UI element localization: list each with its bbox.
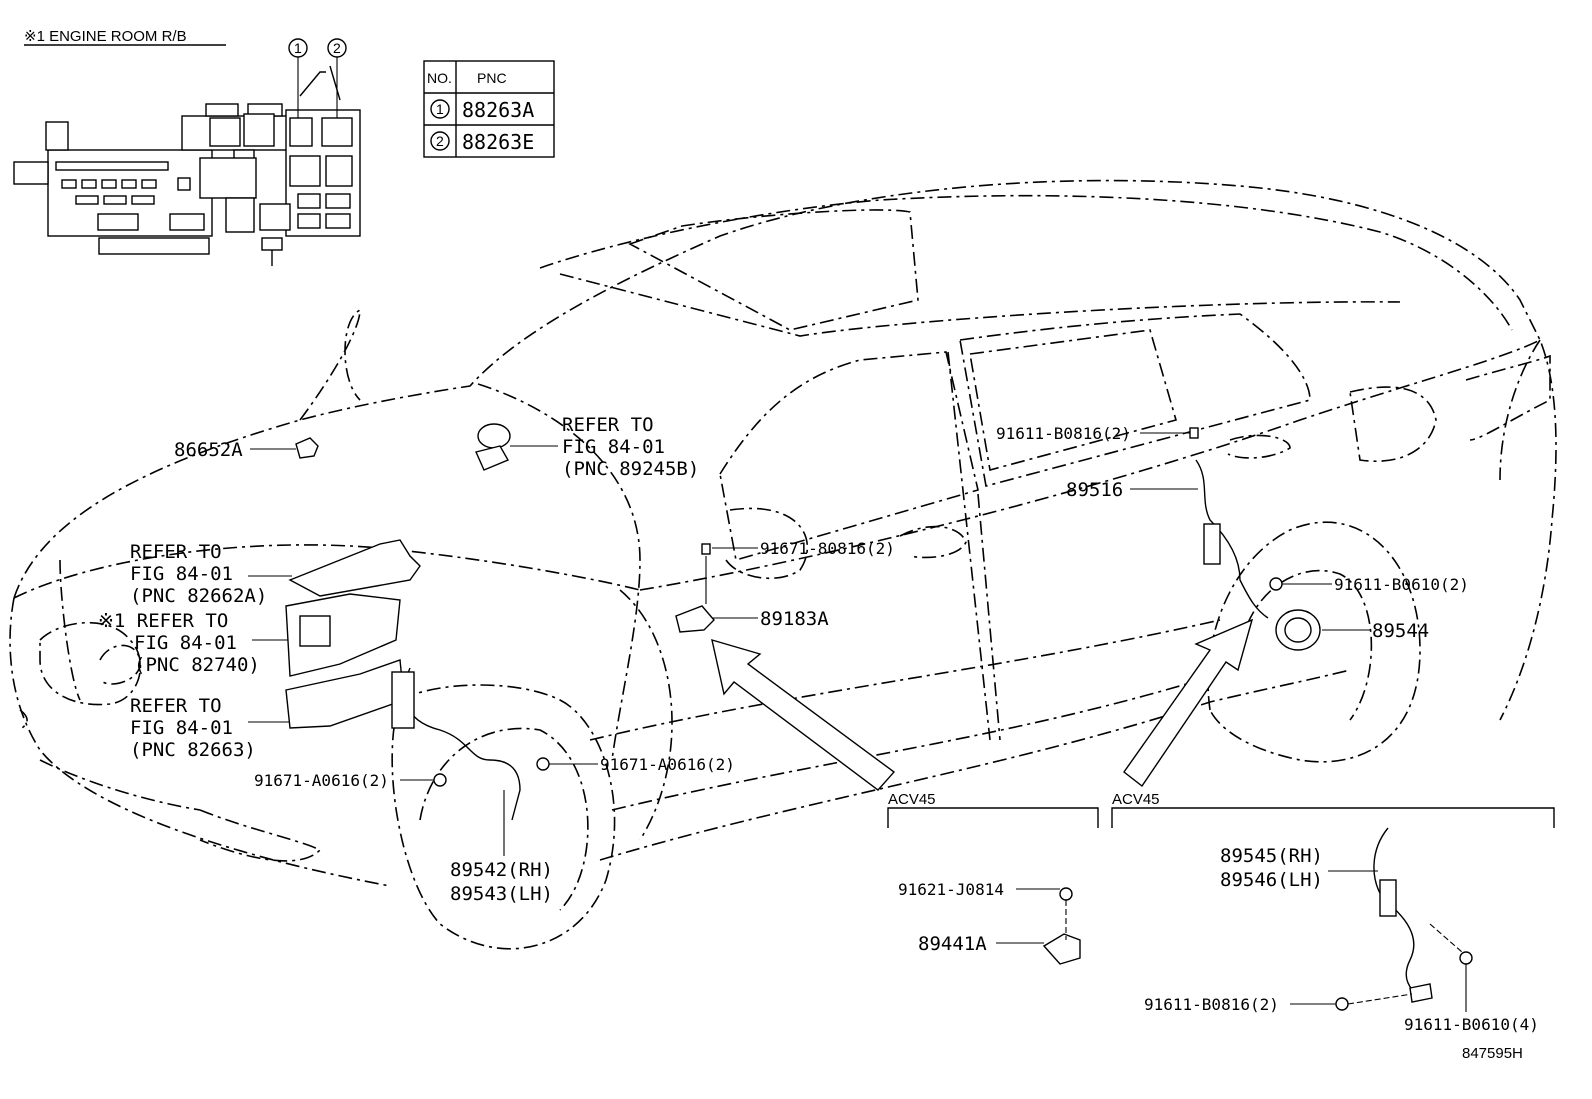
label-86652a: 86652A xyxy=(174,439,243,461)
label-refer-82663-line3: (PNC 82663) xyxy=(130,739,256,761)
svg-text:2: 2 xyxy=(333,40,341,56)
part-relay-cover-drawing xyxy=(285,539,421,729)
inset-title: ※1 ENGINE ROOM R/B xyxy=(24,28,187,45)
label-refer-89245b-line3: (PNC 89245B) xyxy=(562,458,699,480)
pnc-table: NO. PNC 1 88263A 2 88263E xyxy=(423,60,555,158)
inset-callout-1: 1 xyxy=(288,38,308,118)
label-89543-lh: 89543(LH) xyxy=(450,883,553,905)
label-acv45-left: ACV45 xyxy=(888,791,936,808)
pnc-table-col-no: NO. xyxy=(427,70,452,86)
label-refer-82662a-line3: (PNC 82662A) xyxy=(130,585,267,607)
label-91671-80816: 91671-80816(2) xyxy=(760,539,895,558)
figure-code: 847595H xyxy=(1462,1045,1523,1062)
label-89516: 89516 xyxy=(1066,479,1123,501)
label-89544: 89544 xyxy=(1372,620,1429,642)
label-89546-lh: 89546(LH) xyxy=(1220,869,1323,891)
part-89544-drawing xyxy=(1275,609,1321,651)
label-91671-a0616-right: 91671-A0616(2) xyxy=(600,755,735,774)
label-acv45-right: ACV45 xyxy=(1112,791,1160,808)
svg-text:1: 1 xyxy=(294,40,302,56)
pnc-table-col-pnc: PNC xyxy=(477,70,507,86)
pnc-table-row-2-no: 2 xyxy=(436,133,444,149)
leader-lines xyxy=(248,432,1555,1012)
part-89183a-drawing xyxy=(675,543,715,633)
part-rear-speed-sensor-drawing xyxy=(1189,427,1283,619)
part-86652a-drawing xyxy=(295,437,319,459)
label-refer-82662a-line2: FIG 84-01 xyxy=(130,563,233,585)
label-refer-82740-line2: FIG 84-01 xyxy=(134,632,237,654)
part-89545-sensor-drawing xyxy=(1335,827,1473,1011)
engine-room-relay-block-drawing xyxy=(13,65,361,266)
label-refer-89245b-line1: REFER TO xyxy=(562,414,654,436)
label-89183a: 89183A xyxy=(760,608,829,630)
label-refer-82663-line2: FIG 84-01 xyxy=(130,717,233,739)
label-91611-b0816-top: 91611-B0816(2) xyxy=(996,424,1131,443)
label-91611-b0816-bottom: 91611-B0816(2) xyxy=(1144,995,1279,1014)
label-89542-rh: 89542(RH) xyxy=(450,859,553,881)
vehicle-outline xyxy=(9,179,1557,950)
inset-callout-2: 2 xyxy=(327,38,347,118)
pnc-table-row-1-no: 1 xyxy=(436,101,444,117)
part-front-speed-sensor-drawing xyxy=(391,667,550,821)
label-91611-b0610-4: 91611-B0610(4) xyxy=(1404,1015,1539,1034)
label-91671-a0616-left: 91671-A0616(2) xyxy=(254,771,389,790)
part-airbag-sensor-drawing xyxy=(475,423,511,471)
label-refer-89245b-line2: FIG 84-01 xyxy=(562,436,665,458)
pnc-table-row-1-pnc: 88263A xyxy=(462,98,534,122)
label-89545-rh: 89545(RH) xyxy=(1220,845,1323,867)
label-89441a: 89441A xyxy=(918,933,987,955)
label-refer-82740-line1: ※1 REFER TO xyxy=(98,610,228,632)
label-refer-82740-line3: (PNC 82740) xyxy=(134,654,260,676)
label-91611-b0610-2: 91611-B0610(2) xyxy=(1334,575,1469,594)
label-refer-82662a-line1: REFER TO xyxy=(130,541,222,563)
label-refer-82663-line1: REFER TO xyxy=(130,695,222,717)
label-91621-j0814: 91621-J0814 xyxy=(898,880,1004,899)
pnc-table-row-2-pnc: 88263E xyxy=(462,130,534,154)
part-89441a-drawing xyxy=(1042,887,1081,965)
